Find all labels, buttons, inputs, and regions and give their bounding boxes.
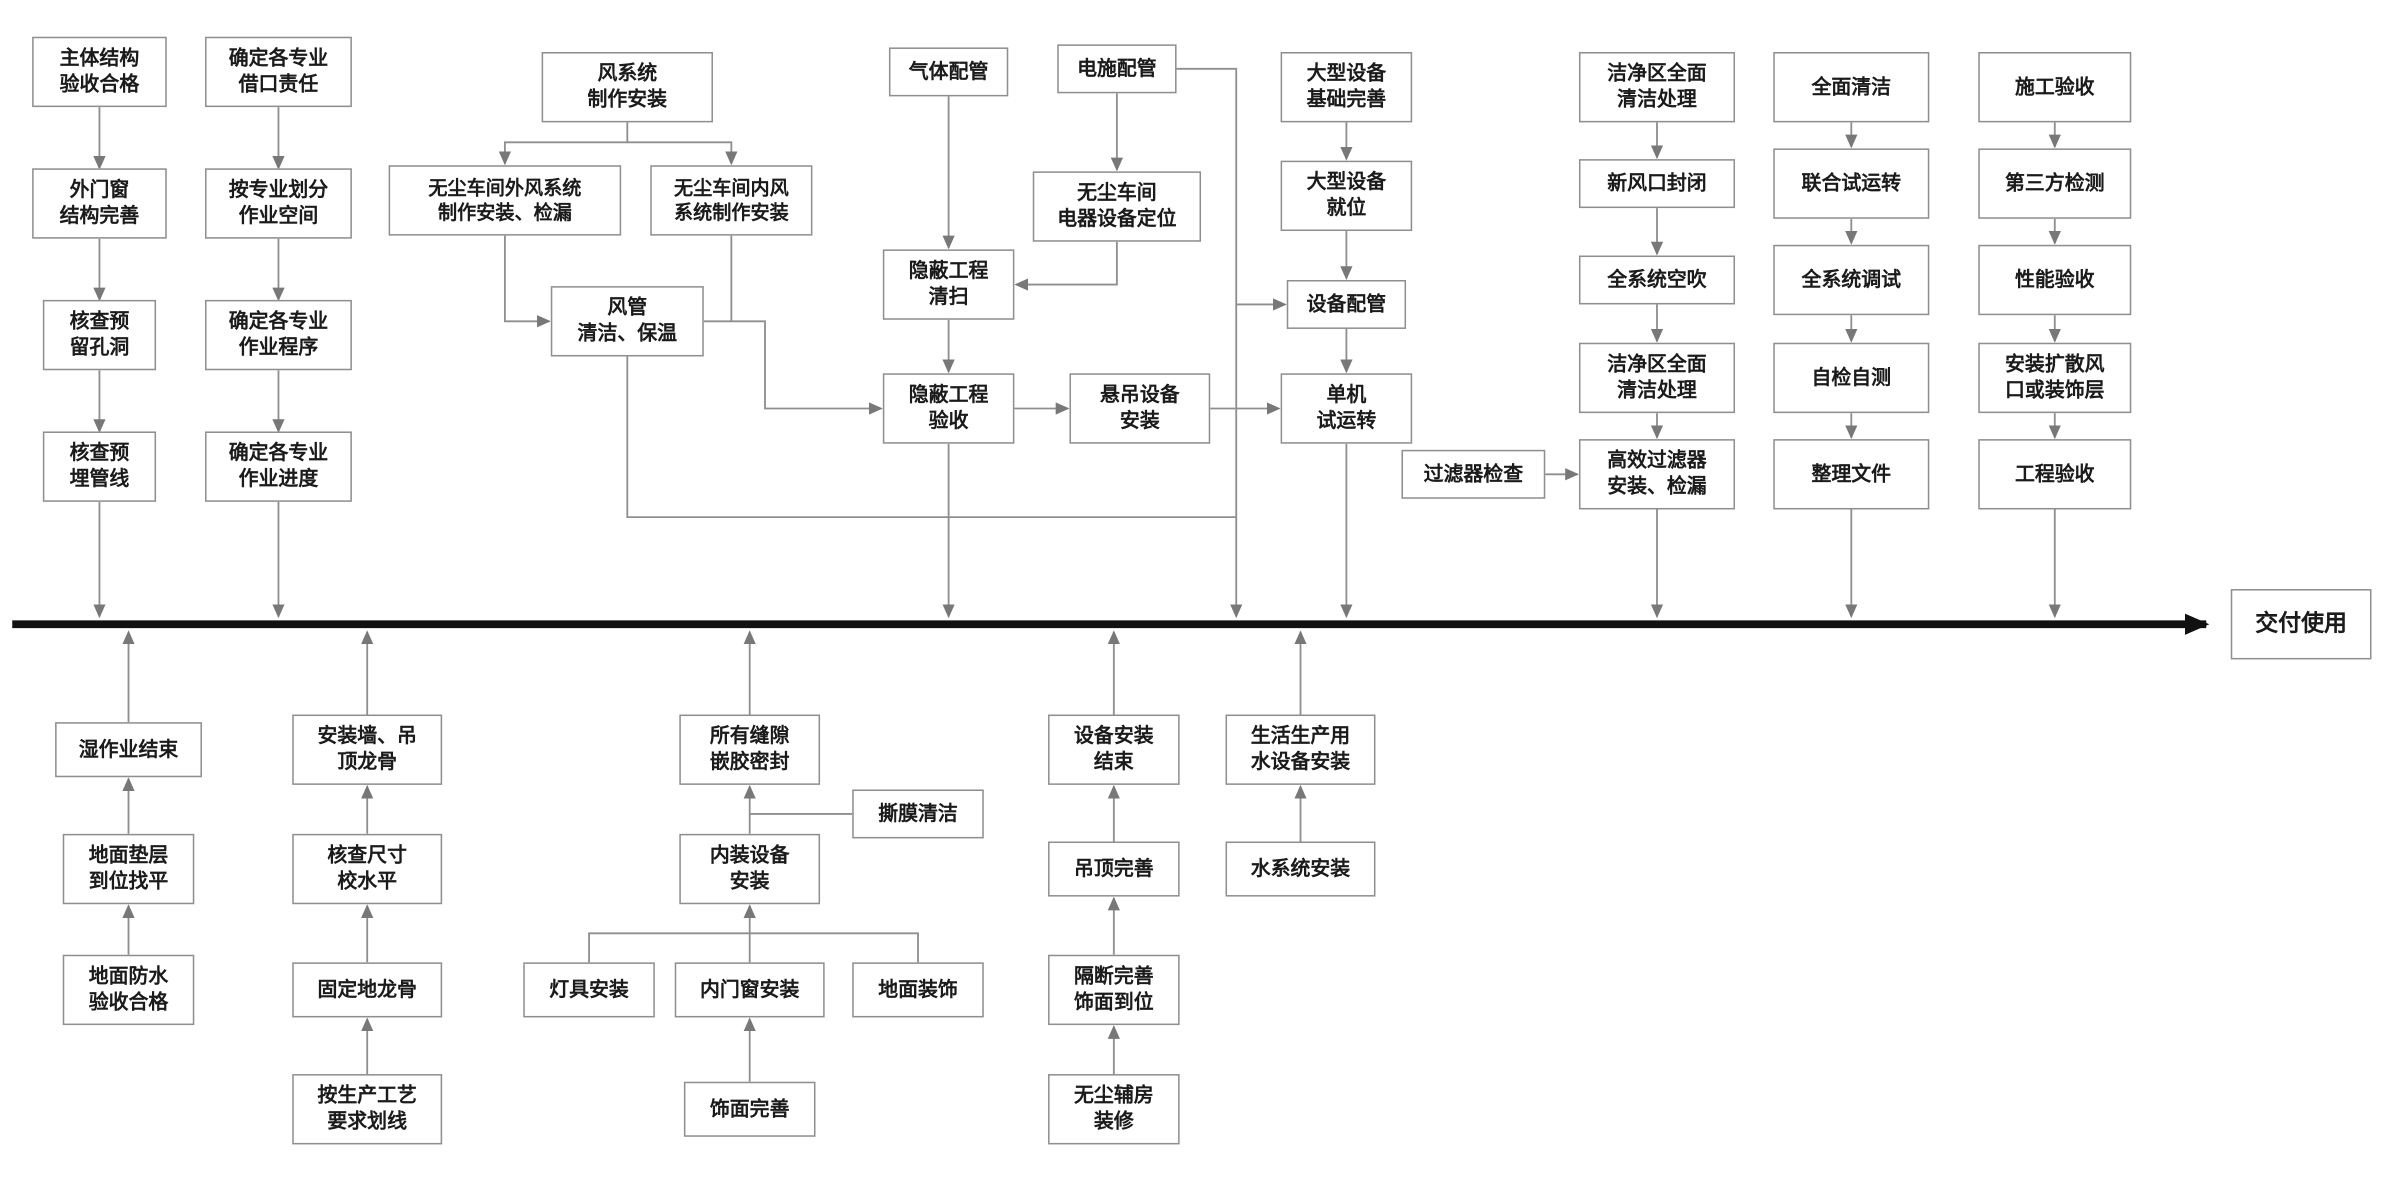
node-divide-workspace: 按专业划分 作业空间 — [205, 168, 352, 239]
node-construction-acceptance: 施工验收 — [1978, 52, 2132, 123]
node-joint-test-run: 联合试运转 — [1773, 148, 1930, 219]
node-main-structure-accepted: 主体结构 验收合格 — [32, 36, 167, 108]
node-organize-documents: 整理文件 — [1773, 439, 1930, 510]
node-equipment-install-end: 设备安装 结束 — [1048, 714, 1180, 785]
node-floor-cushion-leveling: 地面垫层 到位找平 — [62, 833, 195, 905]
node-performance-acceptance: 性能验收 — [1978, 244, 2132, 316]
node-outdoor-air-system: 无尘车间外风系统 制作安装、检漏 — [388, 165, 622, 236]
node-install-wall-ceiling-keel: 安装墙、吊 顶龙骨 — [292, 714, 443, 785]
node-clean-area-cleaning-1: 洁净区全面 清洁处理 — [1578, 52, 1736, 123]
node-single-machine-test: 单机 试运转 — [1280, 373, 1413, 444]
node-check-embedded-pipes: 核查预 埋管线 — [42, 431, 157, 502]
node-concealed-acceptance: 隐蔽工程 验收 — [882, 373, 1015, 444]
node-electrical-equipment-positioning: 无尘车间 电器设备定位 — [1032, 171, 1202, 242]
node-interior-door-window-install: 内门窗安装 — [674, 962, 825, 1018]
node-electrical-piping: 电施配管 — [1057, 44, 1177, 94]
node-clean-area-cleaning-2: 洁净区全面 清洁处理 — [1578, 342, 1736, 414]
node-system-commissioning: 全系统调试 — [1773, 244, 1930, 316]
node-floor-decoration: 地面装饰 — [852, 962, 984, 1018]
node-gas-piping: 气体配管 — [888, 47, 1009, 97]
node-fresh-air-vent-sealed: 新风口封闭 — [1578, 159, 1736, 209]
node-partition-complete: 隔断完善 饰面到位 — [1048, 954, 1180, 1026]
node-filter-inspection: 过滤器检查 — [1401, 449, 1546, 499]
node-check-reserved-holes: 核查预 留孔洞 — [42, 299, 157, 371]
node-hepa-filter-install: 高效过滤器 安装、检漏 — [1578, 439, 1736, 510]
node-define-interface-resp: 确定各专业 借口责任 — [205, 36, 352, 108]
node-large-equipment-in-place: 大型设备 就位 — [1280, 160, 1413, 232]
node-project-acceptance: 工程验收 — [1978, 439, 2132, 510]
node-finish-surface-complete: 饰面完善 — [683, 1081, 816, 1137]
node-interior-equipment-install: 内装设备 安装 — [679, 833, 821, 905]
node-delivery-for-use: 交付使用 — [2230, 589, 2372, 660]
node-duct-cleaning-insulation: 风管 清洁、保温 — [550, 286, 704, 357]
node-indoor-air-system: 无尘车间内风 系统制作安装 — [650, 165, 813, 236]
node-exterior-door-window: 外门窗 结构完善 — [32, 168, 167, 239]
node-lighting-install: 灯具安装 — [523, 962, 655, 1018]
node-overall-cleaning: 全面清洁 — [1773, 52, 1930, 123]
node-seal-all-gaps: 所有缝隙 嵌胶密封 — [679, 714, 821, 785]
node-check-dimensions-level: 核查尺寸 校水平 — [292, 833, 443, 905]
node-floor-waterproof-accepted: 地面防水 验收合格 — [62, 954, 195, 1026]
node-fix-floor-keel: 固定地龙骨 — [292, 962, 443, 1018]
node-water-equipment-install: 生活生产用 水设备安装 — [1225, 714, 1376, 785]
node-large-equipment-foundation: 大型设备 基础完善 — [1280, 52, 1413, 123]
node-ceiling-complete: 吊顶完善 — [1048, 841, 1180, 897]
node-system-air-blow: 全系统空吹 — [1578, 255, 1736, 305]
node-suspended-equipment: 悬吊设备 安装 — [1069, 373, 1211, 444]
node-third-party-testing: 第三方检测 — [1978, 148, 2132, 219]
node-air-system-fabrication: 风系统 制作安装 — [541, 52, 713, 123]
node-define-procedures: 确定各专业 作业程序 — [205, 299, 352, 371]
node-define-schedule: 确定各专业 作业进度 — [205, 431, 352, 502]
node-concealed-cleaning: 隐蔽工程 清扫 — [882, 249, 1015, 320]
node-marking-per-process: 按生产工艺 要求划线 — [292, 1074, 443, 1145]
node-equipment-piping: 设备配管 — [1286, 279, 1407, 329]
node-water-system-install: 水系统安装 — [1225, 841, 1376, 897]
node-self-inspection: 自检自测 — [1773, 342, 1930, 414]
node-wet-work-end: 湿作业结束 — [55, 722, 202, 778]
node-clean-aux-room-fitout: 无尘辅房 装修 — [1048, 1074, 1180, 1145]
node-film-peel-cleaning: 撕膜清洁 — [852, 789, 984, 839]
node-install-diffusers: 安装扩散风 口或装饰层 — [1978, 342, 2132, 414]
